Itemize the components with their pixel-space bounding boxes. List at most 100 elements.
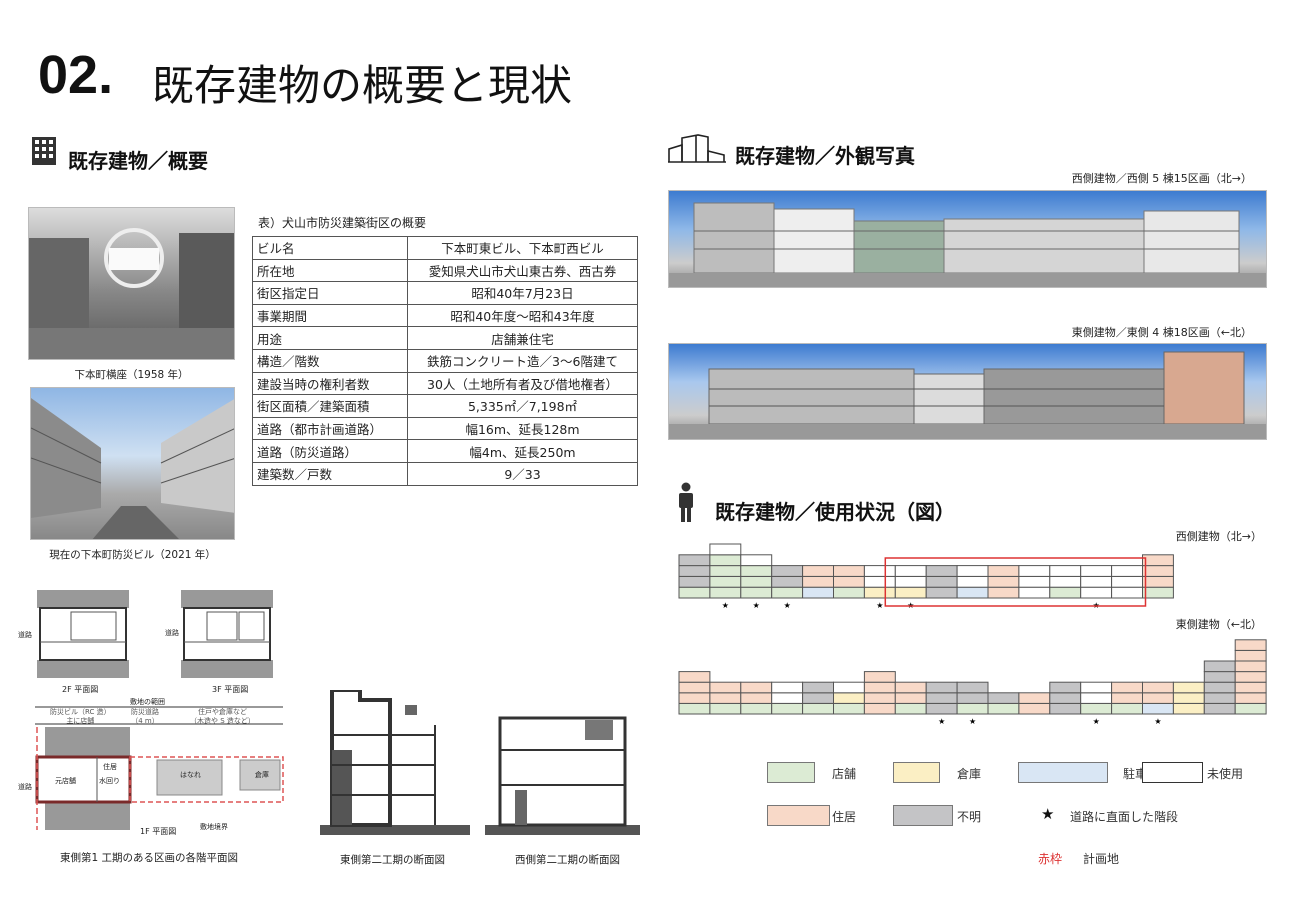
table-value: 30人（土地所有者及び借地権者）	[407, 371, 638, 396]
east-floor-cell	[863, 671, 896, 683]
person-icon	[679, 482, 693, 522]
west-floor-cell	[1018, 565, 1051, 577]
east-floor-cell	[1049, 702, 1082, 715]
shop-room-label: 元店舗	[55, 777, 76, 785]
east-floor-cell	[956, 681, 989, 694]
west-floor-cell	[802, 565, 835, 577]
west-floor-cell	[833, 586, 865, 599]
page-title: 既存建物の概要と現状	[152, 61, 573, 110]
table-value: 愛知県犬山市犬山東古券、西古券	[407, 258, 638, 283]
stair-star-icon: ★	[722, 601, 729, 610]
west-floor-cell	[925, 565, 958, 577]
west-floor-cell	[1080, 575, 1113, 588]
east-floor-cell	[1203, 681, 1236, 694]
plan-2f	[37, 590, 129, 678]
east-floor-cell	[709, 681, 742, 694]
plan-3f-label: 3F 平面図	[212, 685, 249, 694]
east-floor-cell	[987, 702, 1020, 715]
boundary-label: 敷地境界	[200, 823, 228, 831]
table-row: 用途店舗兼住宅	[252, 326, 638, 350]
east-floor-cell	[1111, 702, 1144, 715]
overview-heading: 既存建物／概要	[68, 149, 208, 173]
east-floor-cell	[740, 702, 773, 715]
table-row: 所在地愛知県犬山市犬山東古券、西古券	[252, 258, 638, 283]
floor-plans	[35, 590, 284, 830]
east-floor-cell	[1111, 681, 1144, 694]
east-floor-cell	[1049, 681, 1082, 694]
west-floor-cell	[956, 575, 989, 588]
west-floor-cell	[678, 554, 711, 567]
east-floor-cell	[1049, 692, 1082, 704]
zone2-sub: （4 m）	[131, 717, 159, 725]
east-floor-cell	[802, 702, 835, 715]
east-floor-cell	[1142, 692, 1174, 704]
table-label: 建設当時の権利者数	[252, 371, 408, 396]
usage-heading: 既存建物／使用状況（図）	[715, 500, 955, 524]
table-row: ビル名下本町東ビル、下本町西ビル	[252, 236, 638, 260]
west-floor-cell	[1018, 586, 1051, 599]
legend-storage-swatch	[893, 762, 940, 783]
east-floor-cell	[1142, 681, 1174, 694]
west-floor-cell	[1111, 586, 1144, 599]
table-caption: 表）犬山市防災建築街区の概要	[258, 216, 427, 230]
current-photo-caption: 現在の下本町防災ビル（2021 年）	[49, 549, 216, 561]
west-floor-cell	[1142, 565, 1174, 577]
east-floor-cell	[709, 702, 742, 715]
west-floor-cell	[987, 575, 1020, 588]
east-floor-cell	[1080, 692, 1113, 704]
west-floor-cell	[894, 586, 927, 599]
current-photo	[30, 387, 235, 540]
zone1-label: 防災ビル（RC 造）	[50, 708, 111, 716]
east-floor-cell	[1203, 692, 1236, 704]
table-value: 鉄筋コンクリート造／3～6階建て	[407, 348, 638, 373]
west-floor-cell	[709, 543, 742, 556]
section-east	[320, 690, 470, 835]
west-floor-cell	[1080, 565, 1113, 577]
usage-diagram: ★★★★★★★★★★	[678, 543, 1267, 726]
west-floor-cell	[1080, 586, 1113, 599]
section-west	[485, 716, 640, 835]
table-label: 道路（都市計画道路）	[252, 416, 408, 441]
legend-parking-swatch	[1018, 762, 1108, 783]
west-floor-cell	[802, 575, 835, 588]
table-value: 下本町東ビル、下本町西ビル	[407, 236, 638, 260]
plan-1f-label: 1F 平面図	[140, 827, 177, 836]
building-grid-icon	[32, 137, 56, 165]
west-floor-cell	[771, 575, 804, 588]
table-label: 用途	[252, 326, 408, 350]
legend-unknown: 不明	[957, 810, 982, 824]
legend-storage: 倉庫	[957, 767, 982, 781]
west-floor-cell	[863, 565, 896, 577]
table-label: 道路（防災道路）	[252, 439, 408, 463]
west-floor-cell	[1111, 565, 1144, 577]
buildings-outline-icon	[668, 134, 726, 163]
east-floor-cell	[956, 702, 989, 715]
east-floor-cell	[709, 692, 742, 704]
east-floor-cell	[1142, 702, 1174, 715]
east-floor-cell	[1080, 681, 1113, 694]
legend-unused: 未使用	[1207, 767, 1244, 781]
west-floor-cell	[1049, 565, 1082, 577]
west-usage-label: 西側建物（北→）	[1175, 530, 1262, 543]
west-floor-cell	[771, 586, 804, 599]
table-row: 道路（都市計画道路）幅16m、延長128m	[252, 416, 638, 441]
west-panorama-photo	[668, 190, 1267, 288]
table-row: 構造／階数鉄筋コンクリート造／3～6階建て	[252, 348, 638, 373]
east-floor-cell	[1111, 692, 1144, 704]
road-label: 道路	[165, 629, 179, 637]
east-floor-cell	[833, 681, 865, 694]
table-label: 事業期間	[252, 303, 408, 328]
storage-room-label: 倉庫	[255, 771, 269, 779]
east-floor-cell	[1018, 702, 1051, 715]
east-floor-cell	[1234, 649, 1267, 662]
west-floor-cell	[1142, 554, 1174, 567]
east-floor-cell	[894, 692, 927, 704]
west-floor-cell	[925, 575, 958, 588]
east-floor-cell	[925, 681, 958, 694]
legend-red-frame: 赤枠	[1038, 852, 1063, 866]
west-floor-cell	[678, 586, 711, 599]
historic-photo-caption: 下本町横座（1958 年）	[74, 369, 189, 381]
west-floor-cell	[863, 586, 896, 599]
